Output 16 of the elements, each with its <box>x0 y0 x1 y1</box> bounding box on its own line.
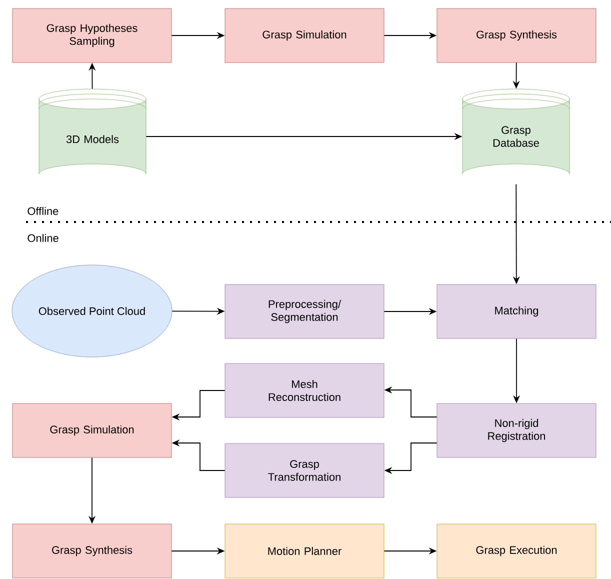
process-box: Grasp Synthesis <box>436 8 596 63</box>
process-box: Matching <box>436 284 596 339</box>
section-label: Online <box>28 234 58 242</box>
process-box: Grasp Synthesis <box>12 524 172 578</box>
process-box: Preprocessing/ Segmentation <box>224 284 384 339</box>
section-label: Offline <box>28 206 58 216</box>
process-box: Grasp Simulation <box>224 8 384 63</box>
database-cylinder: Grasp Database <box>462 88 570 174</box>
process-box: Grasp Execution <box>436 524 596 578</box>
process-box: Grasp Simulation <box>12 403 172 458</box>
process-box: Mesh Reconstruction <box>224 363 384 418</box>
database-cylinder: 3D Models <box>38 88 146 174</box>
process-box: Non-rigid Registration <box>436 403 596 458</box>
process-box: Motion Planner <box>224 524 384 578</box>
process-box: Grasp Transformation <box>224 443 384 498</box>
process-box: Grasp Hypotheses Sampling <box>12 8 172 63</box>
